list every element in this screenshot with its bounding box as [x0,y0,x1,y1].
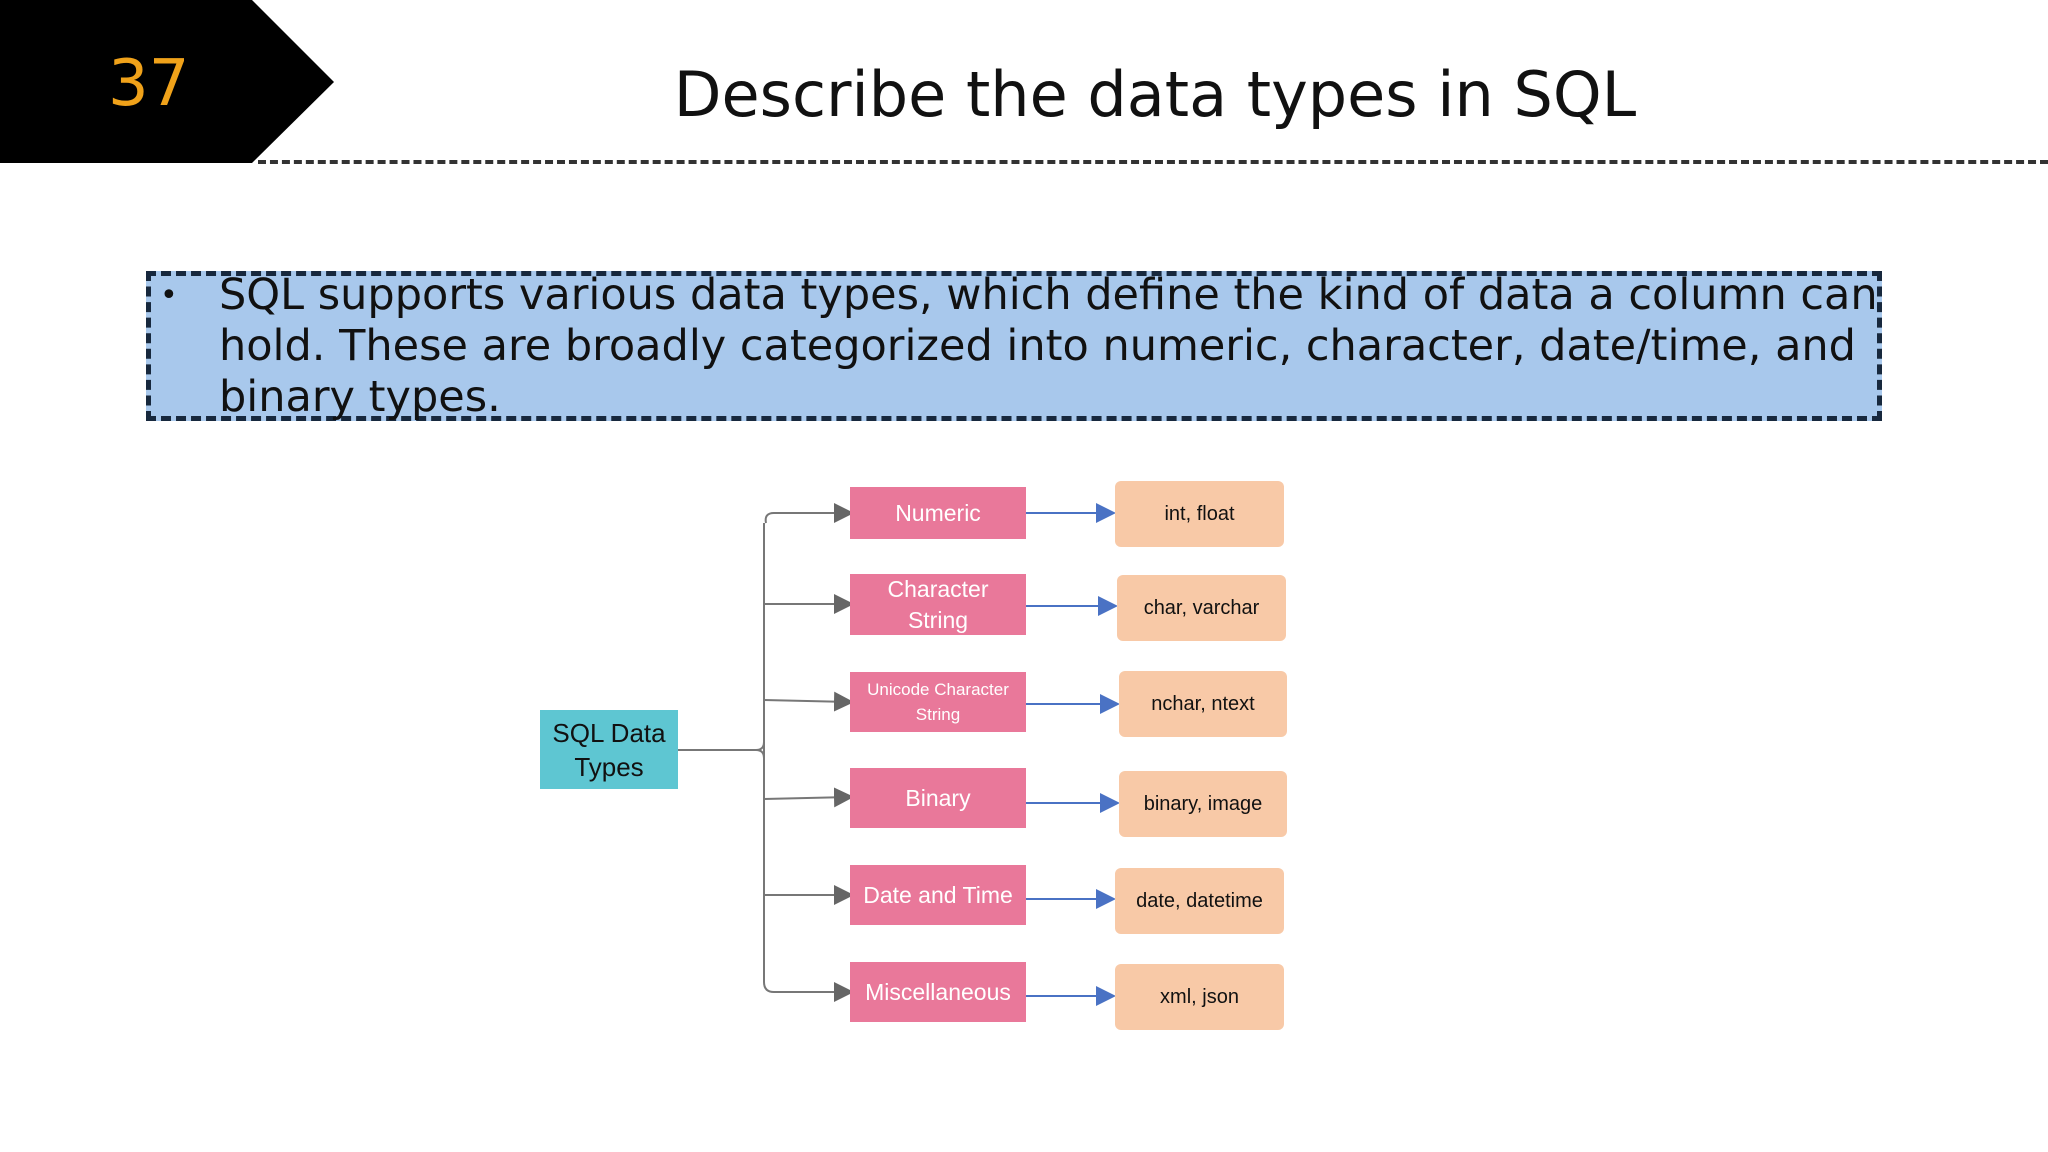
category-label-line1: Binary [905,784,971,811]
category-label-line1: Numeric [895,499,981,526]
category-label-misc: Miscellaneous [850,962,1026,1022]
vertical-connector [763,512,775,993]
example-label-binary: binary, image [1143,793,1263,815]
slide-title: Describe the data types in SQL [673,58,1637,131]
example-node-unicode [1119,671,1287,737]
example-label-unicode: nchar, ntext [1151,693,1255,715]
category-node-misc [850,962,1026,1022]
category-label-line2: String [907,606,969,633]
example-label-numeric: int, float [1164,503,1235,525]
category-label-line1: Miscellaneous [865,978,1011,1005]
category-label-numeric: Numeric [850,487,1026,539]
category-label-line1: Character [887,575,989,602]
example-node-character [1117,575,1286,641]
title-divider [258,160,2048,164]
slide-number: 37 [108,47,190,121]
category-label-binary: Binary [850,768,1026,828]
category-node-binary [850,768,1026,828]
example-label-datetime: date, datetime [1136,890,1263,912]
bullet-icon: • [160,278,178,313]
example-node-numeric [1115,481,1284,547]
branch-connector-unicode [763,691,854,712]
root-node [540,710,678,789]
category-label-line2: String [915,705,961,724]
category-node-numeric [850,487,1026,539]
example-label-misc: xml, json [1160,986,1239,1008]
example-label-character: char, varchar [1143,597,1260,619]
category-label-datetime: Date and Time [850,865,1026,925]
category-node-character [850,574,1026,635]
branch-connector-binary [763,787,854,808]
category-label-unicode: Unicode Character String [850,672,1026,732]
category-node-unicode [850,672,1026,732]
example-node-misc [1115,964,1284,1030]
category-label-character: Character String [850,574,1026,635]
example-node-binary [1119,771,1287,837]
bullet-text: SQL supports various data types, which d… [219,270,1878,422]
root-label-line2: Types [574,751,644,782]
root-label-line1: SQL Data [552,717,666,748]
root-node-label: SQL Data Types [540,710,678,789]
slide-number-banner [0,0,334,163]
trunk-bend [755,741,765,759]
category-label-line1: Date and Time [863,881,1013,908]
category-node-datetime [850,865,1026,925]
bullet-box [146,271,1882,421]
example-node-datetime [1115,868,1284,934]
category-label-line1: Unicode Character [867,680,1009,699]
